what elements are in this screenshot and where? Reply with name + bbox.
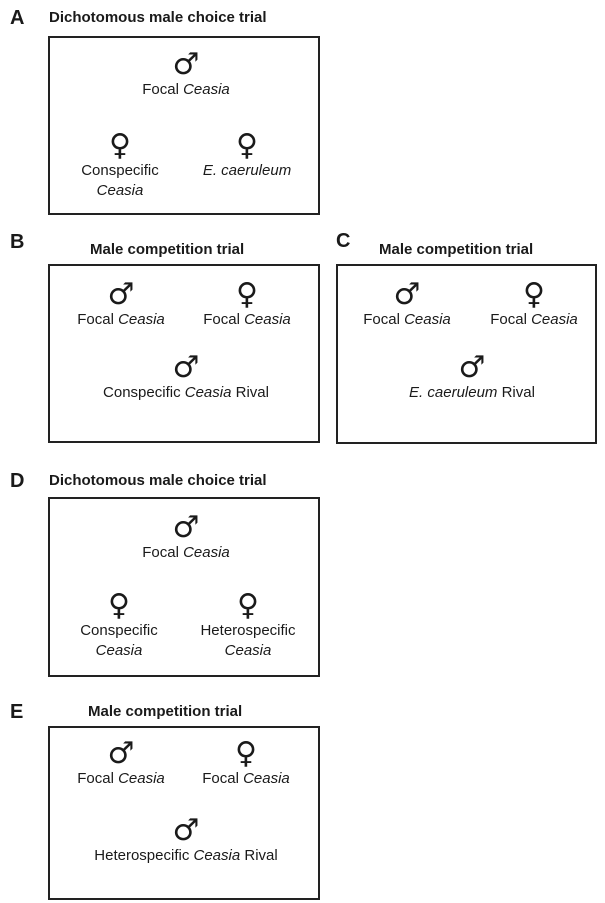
species-name: Ceasia: [224, 642, 272, 659]
item-label-line1: Focal Ceasia: [142, 80, 230, 100]
panel-d-item-0: ♂Focal Ceasia: [142, 513, 230, 563]
panel-b-box: ♂Focal Ceasia ♀Focal Ceasia ♂Conspecific…: [48, 264, 320, 443]
label-text: Focal: [77, 770, 119, 787]
panel-e-item-1: ♀Focal Ceasia: [202, 739, 290, 789]
panel-b-letter: B: [10, 231, 25, 253]
item-label-line1: Focal Ceasia: [77, 310, 165, 330]
female-symbol-icon: ♀: [235, 736, 257, 771]
item-label-line1: Focal Ceasia: [142, 543, 230, 563]
label-text: Focal: [142, 81, 184, 98]
label-text: Heterospecific: [200, 622, 296, 639]
item-label-line1: Heterospecific Ceasia Rival: [94, 846, 277, 866]
male-symbol-icon: ♂: [172, 510, 200, 545]
panel-a-item-2: ♀E. caeruleum: [203, 131, 291, 181]
male-symbol-icon: ♂: [107, 736, 135, 771]
panel-e-item-0: ♂Focal Ceasia: [77, 739, 165, 789]
item-label-line2: Ceasia: [80, 641, 158, 661]
label-suffix: Rival: [497, 384, 535, 401]
panel-a-letter: A: [10, 7, 25, 29]
label-text: Heterospecific: [94, 847, 194, 864]
panel-e-box: ♂Focal Ceasia ♀Focal Ceasia ♂Heterospeci…: [48, 726, 320, 900]
label-text: Focal: [363, 311, 405, 328]
female-symbol-icon: ♀: [236, 277, 258, 312]
species-name: Ceasia: [118, 311, 165, 328]
label-suffix: Rival: [240, 847, 278, 864]
female-symbol-icon: ♀: [108, 588, 130, 623]
panel-b-item-1: ♀Focal Ceasia: [203, 280, 291, 330]
panel-e-title: Male competition trial: [88, 703, 243, 720]
species-name: Ceasia: [404, 311, 451, 328]
male-symbol-icon: ♂: [172, 350, 200, 385]
female-symbol-icon: ♀: [236, 128, 258, 163]
species-name: Ceasia: [183, 544, 230, 561]
female-symbol-icon: ♀: [109, 128, 131, 163]
male-symbol-icon: ♂: [107, 277, 135, 312]
item-label-line2: Ceasia: [200, 641, 295, 661]
item-label-line1: Focal Ceasia: [490, 310, 578, 330]
species-name: E. caeruleum: [409, 384, 498, 401]
species-name: Ceasia: [193, 847, 241, 864]
panel-b-title: Male competition trial: [90, 241, 245, 258]
panel-c-item-1: ♀Focal Ceasia: [490, 280, 578, 330]
label-text: Focal: [490, 311, 532, 328]
item-label-line1: Focal Ceasia: [202, 769, 290, 789]
item-label-line1: Heterospecific: [200, 621, 295, 641]
species-name: Ceasia: [118, 770, 165, 787]
label-text: Conspecific: [80, 622, 158, 639]
item-label-line1: E. caeruleum: [203, 161, 291, 181]
panel-b-item-2: ♂Conspecific Ceasia Rival: [103, 353, 269, 403]
label-text: Conspecific: [103, 384, 185, 401]
species-name: Ceasia: [243, 770, 290, 787]
label-suffix: Rival: [231, 384, 269, 401]
male-symbol-icon: ♂: [458, 350, 486, 385]
item-label-line2: Ceasia: [81, 181, 159, 201]
species-name: Ceasia: [184, 384, 232, 401]
male-symbol-icon: ♂: [393, 277, 421, 312]
panel-c-item-0: ♂Focal Ceasia: [363, 280, 451, 330]
label-text: Focal: [142, 544, 184, 561]
panel-e-item-2: ♂Heterospecific Ceasia Rival: [94, 816, 277, 866]
panel-e-letter: E: [10, 701, 24, 723]
label-text: Focal: [202, 770, 244, 787]
species-name: Ceasia: [244, 311, 291, 328]
panel-c-box: ♂Focal Ceasia ♀Focal Ceasia ♂E. caeruleu…: [336, 264, 597, 444]
item-label-line1: Focal Ceasia: [77, 769, 165, 789]
label-text: Focal: [77, 311, 119, 328]
species-name: Ceasia: [96, 182, 144, 199]
species-name: Ceasia: [531, 311, 578, 328]
species-name: E. caeruleum: [202, 162, 292, 179]
panel-c-letter: C: [336, 230, 351, 252]
female-symbol-icon: ♀: [523, 277, 545, 312]
panel-c-title: Male competition trial: [379, 241, 534, 258]
item-label-line1: Focal Ceasia: [203, 310, 291, 330]
species-name: Ceasia: [183, 81, 230, 98]
item-label-line1: Conspecific Ceasia Rival: [103, 383, 269, 403]
female-symbol-icon: ♀: [237, 588, 259, 623]
panel-d-title: Dichotomous male choice trial: [49, 472, 267, 489]
item-label-line1: Conspecific: [80, 621, 158, 641]
male-symbol-icon: ♂: [172, 813, 200, 848]
item-label-line1: Focal Ceasia: [363, 310, 451, 330]
item-label-line1: E. caeruleum Rival: [409, 383, 535, 403]
panel-a-item-0: ♂Focal Ceasia: [142, 50, 230, 100]
panel-a-title: Dichotomous male choice trial: [49, 9, 267, 26]
panel-c-item-2: ♂E. caeruleum Rival: [409, 353, 535, 403]
male-symbol-icon: ♂: [172, 47, 200, 82]
label-text: Conspecific: [81, 162, 159, 179]
panel-d-letter: D: [10, 470, 25, 492]
species-name: Ceasia: [95, 642, 143, 659]
item-label-line1: Conspecific: [81, 161, 159, 181]
label-text: Focal: [203, 311, 245, 328]
panel-b-item-0: ♂Focal Ceasia: [77, 280, 165, 330]
